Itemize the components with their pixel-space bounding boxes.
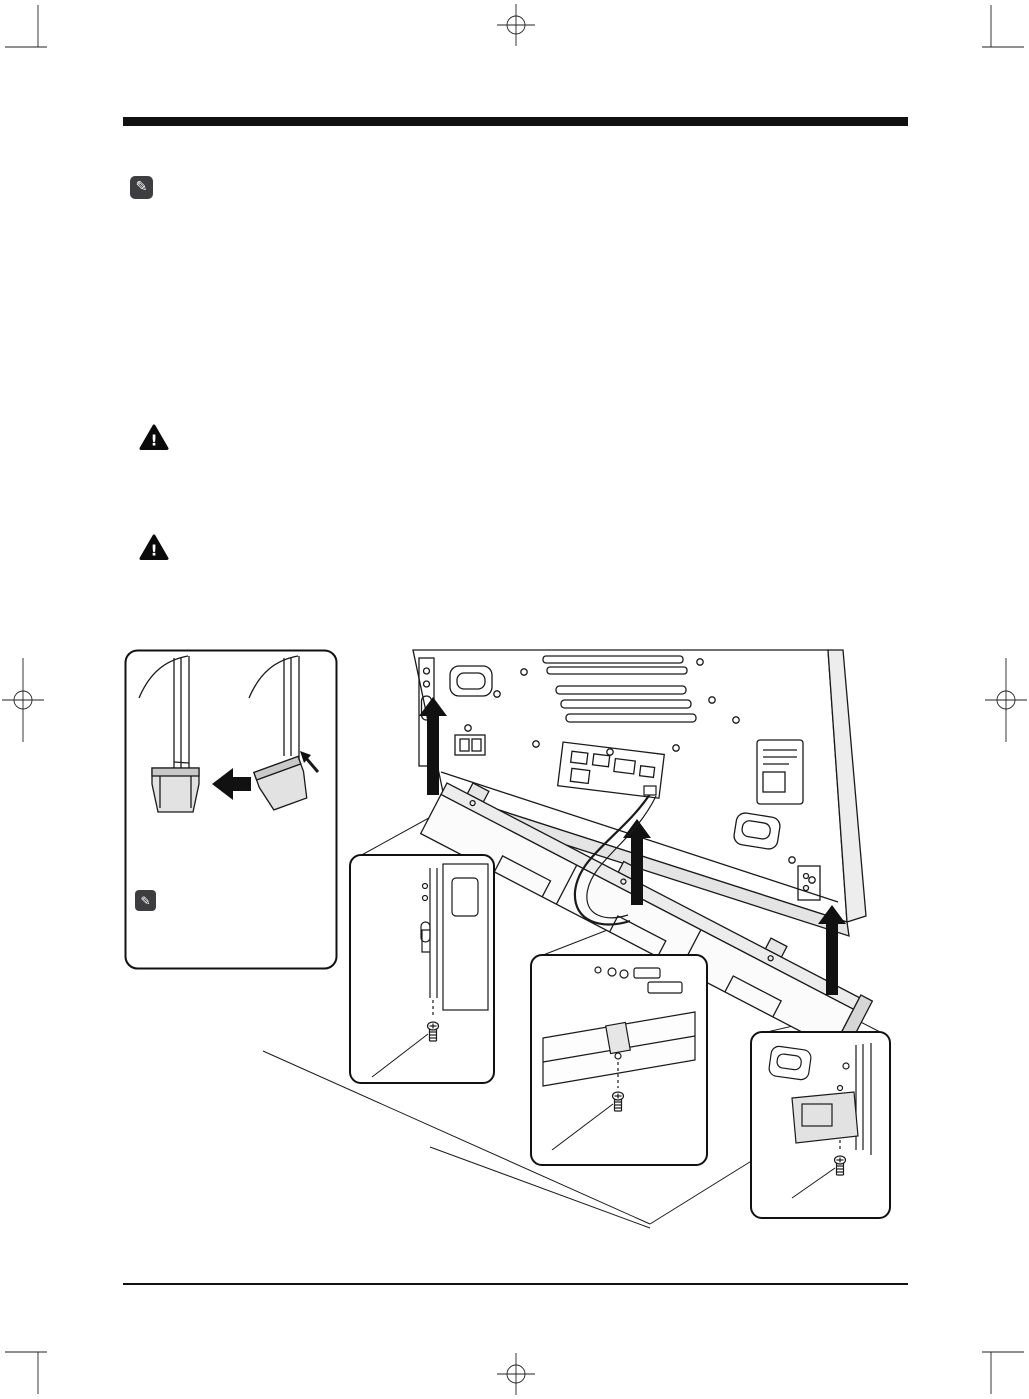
exclamation-glyph: ! <box>151 432 158 450</box>
handle-cutout-left <box>449 665 493 697</box>
warning-triangle-icon: ! <box>139 534 169 561</box>
callout-detail-center <box>530 954 708 1166</box>
screw-left <box>426 1021 440 1042</box>
tab-rotating-illustration <box>248 655 320 811</box>
callout-detail-right <box>750 1031 891 1219</box>
rotate-direction-arrow <box>304 757 320 773</box>
terminal-block <box>556 741 666 799</box>
crop-mark-top-left <box>5 5 47 48</box>
vent-slots <box>542 655 697 723</box>
handle-cutout-right <box>733 812 781 850</box>
bottom-rule <box>123 1283 908 1285</box>
crop-mark-bottom-right <box>982 1351 1024 1394</box>
attach-arrows <box>419 697 846 995</box>
warning-triangle-icon: ! <box>139 424 169 451</box>
slide-direction-arrow <box>212 768 251 800</box>
crop-mark-bottom-left <box>5 1351 47 1394</box>
screw-right <box>833 1155 847 1176</box>
register-mark-right-center <box>985 658 1027 742</box>
pencil-icon: ✎ <box>140 894 150 908</box>
pencil-note-icon: ✎ <box>130 176 153 199</box>
attach-arrow-right <box>818 905 846 995</box>
note-icon-small: ✎ <box>135 890 156 911</box>
switch-cluster <box>454 734 486 756</box>
tab-fitted-illustration <box>138 655 200 813</box>
top-rule <box>123 117 908 126</box>
crop-marks <box>2 4 1027 1395</box>
register-mark-top-center <box>497 4 535 46</box>
spec-label <box>756 739 804 805</box>
register-mark-left-center <box>2 658 44 742</box>
speaker-cable <box>573 785 657 926</box>
screw-center <box>611 1091 625 1112</box>
callout-detail-left <box>349 854 495 1084</box>
register-mark-bottom-center <box>497 1353 535 1395</box>
exclamation-glyph: ! <box>151 542 158 560</box>
rear-panel-illustration <box>412 649 867 937</box>
attach-arrow-center <box>623 819 651 905</box>
speaker-bar <box>419 782 874 1056</box>
right-bracket <box>797 865 821 901</box>
pencil-icon: ✎ <box>135 178 148 195</box>
sidebar-detail-box: ✎ <box>124 649 338 970</box>
crop-mark-top-right <box>982 5 1024 48</box>
attach-arrow-left <box>419 697 447 795</box>
